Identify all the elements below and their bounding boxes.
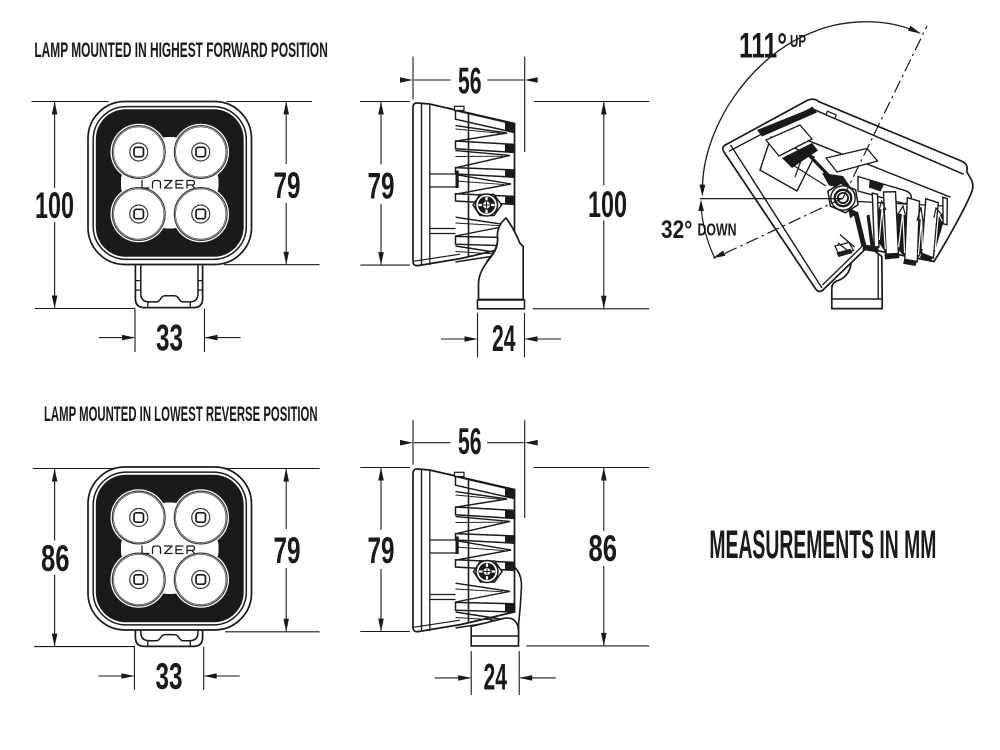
- svg-text:100: 100: [588, 183, 627, 225]
- svg-text:79: 79: [274, 164, 301, 206]
- svg-text:100: 100: [35, 184, 74, 226]
- svg-text:MEASUREMENTS IN MM: MEASUREMENTS IN MM: [709, 523, 936, 567]
- svg-text:LAMP MOUNTED IN HIGHEST FORWAR: LAMP MOUNTED IN HIGHEST FORWARD POSITION: [34, 38, 327, 62]
- svg-text:111°: 111°: [739, 26, 787, 66]
- svg-text:32°: 32°: [661, 216, 693, 244]
- svg-text:DOWN: DOWN: [698, 219, 737, 239]
- svg-text:24: 24: [484, 656, 508, 698]
- svg-text:86: 86: [41, 537, 70, 579]
- svg-text:79: 79: [274, 529, 301, 571]
- svg-text:56: 56: [458, 60, 482, 102]
- svg-text:33: 33: [156, 317, 183, 359]
- svg-text:UP: UP: [790, 31, 806, 51]
- svg-text:79: 79: [368, 529, 395, 571]
- svg-text:79: 79: [368, 164, 395, 206]
- svg-text:86: 86: [589, 527, 618, 569]
- svg-text:24: 24: [492, 317, 516, 359]
- svg-text:56: 56: [458, 420, 482, 462]
- svg-text:LAMP MOUNTED IN LOWEST REVERSE: LAMP MOUNTED IN LOWEST REVERSE POSITION: [44, 402, 318, 426]
- svg-text:33: 33: [156, 655, 183, 697]
